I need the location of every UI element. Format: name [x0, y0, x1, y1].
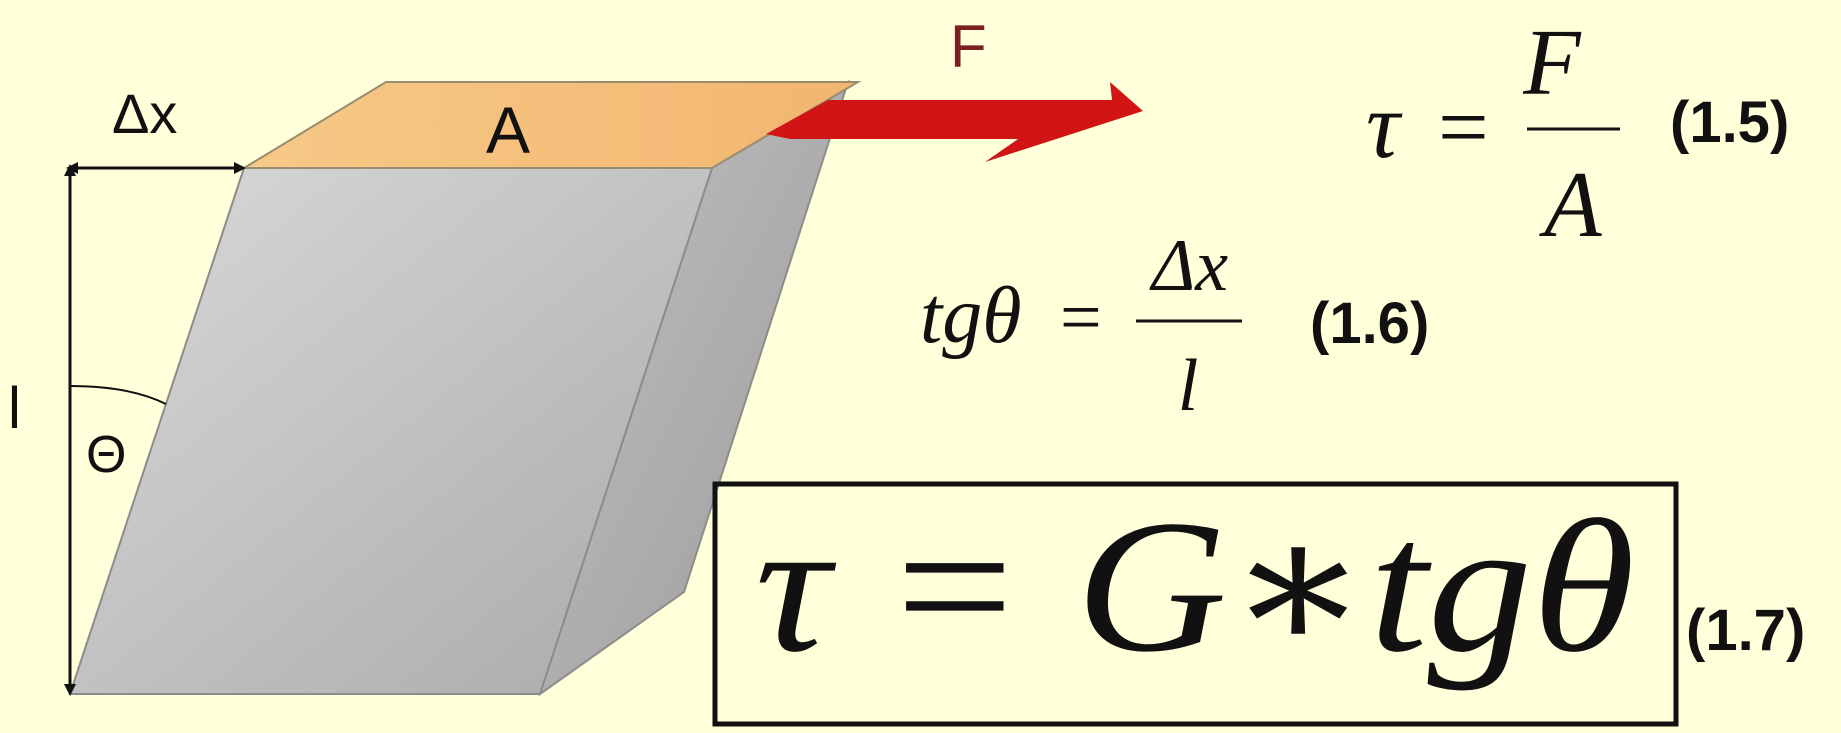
eq16-lhs: tgθ: [920, 272, 1022, 360]
eq17-box: [712, 481, 1679, 727]
block-top-face: [240, 81, 862, 169]
eq16-op: =: [1060, 277, 1102, 359]
area-label: A: [486, 93, 530, 167]
length-label: l: [8, 376, 21, 441]
equation-1-5: τ = F A (1.5): [1366, 11, 1789, 257]
equation-1-7: τ = G∗tgθ (1.7): [712, 481, 1805, 727]
eq15-number: (1.5): [1670, 90, 1789, 155]
theta-label: Θ: [86, 426, 126, 484]
eq16-number: (1.6): [1310, 291, 1429, 356]
force-arrow: [766, 82, 1143, 162]
eq16-numerator: Δx: [1149, 225, 1228, 307]
force-label: F: [950, 13, 987, 80]
eq17-number: (1.7): [1686, 598, 1805, 663]
eq15-numerator: F: [1522, 11, 1582, 115]
eq17-formula: τ = G∗tgθ: [755, 482, 1635, 692]
eq15-lhs: τ: [1366, 74, 1403, 178]
eq15-denominator: A: [1538, 153, 1602, 257]
equation-1-6: tgθ = Δx l (1.6): [920, 225, 1429, 427]
eq16-denominator: l: [1178, 345, 1199, 427]
dx-label: Δx: [112, 82, 177, 145]
theta-angle-arc: [69, 385, 167, 405]
eq15-op: =: [1438, 78, 1489, 177]
